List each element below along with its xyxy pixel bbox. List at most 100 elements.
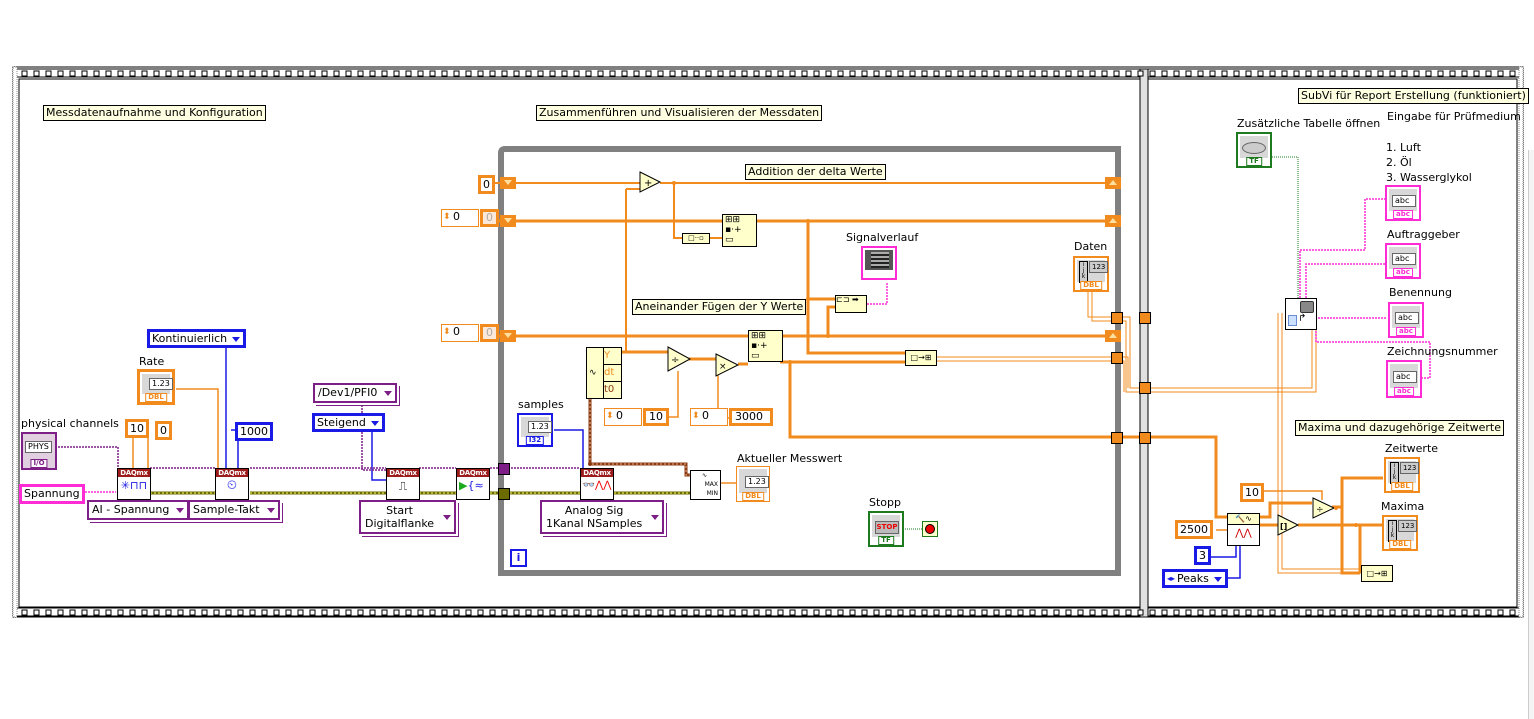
medium-label: Eingabe für Prüfmedium	[1387, 110, 1521, 123]
sprocket-hole	[825, 70, 832, 77]
sprocket-hole	[729, 609, 736, 616]
sprocket-hole	[993, 70, 1000, 77]
max-value-constant[interactable]: 0	[155, 421, 172, 440]
report-divisor-constant[interactable]: 10	[1240, 483, 1264, 502]
divide-function-report: ÷	[1312, 497, 1336, 519]
create-channel-selector[interactable]: AI - Spannung	[87, 500, 190, 520]
sprocket-hole	[57, 70, 64, 77]
daqmx-trigger[interactable]: DAQmx ⎍	[386, 468, 420, 500]
sprocket-hole	[1497, 70, 1504, 77]
daqmx-header: DAQmx	[387, 469, 419, 477]
peaks-selector[interactable]: ◂▸Peaks	[1162, 569, 1228, 588]
vertical-scrollbar[interactable]	[1528, 150, 1534, 719]
rate-control[interactable]: 1.23 DBL	[137, 369, 175, 405]
threshold-constant[interactable]: 2500	[1175, 520, 1213, 539]
trigger-source-constant[interactable]: /Dev1/PFI0	[313, 383, 398, 403]
samples-control[interactable]: 1.23 I32	[517, 413, 553, 447]
string-tag: abc	[1393, 210, 1413, 219]
shift-register-init-array-1[interactable]: 0 0	[441, 209, 499, 227]
trigger-edge-text: Steigend	[317, 416, 366, 429]
dropdown-arrow-icon	[651, 515, 660, 520]
sprocket-hole	[297, 70, 304, 77]
sprocket-hole	[189, 70, 196, 77]
sprocket-hole	[1413, 609, 1420, 616]
dropdown-arrow-icon	[232, 337, 241, 342]
daqmx-read[interactable]: DAQmx 👓⋀⋀	[580, 468, 614, 500]
sprocket-hole	[1341, 70, 1348, 77]
array-element-display: 0	[480, 324, 499, 342]
sprocket-hole	[597, 70, 604, 77]
sprocket-hole	[765, 609, 772, 616]
daqmx-start-task[interactable]: DAQmx ▶{≈	[456, 468, 490, 500]
sprocket-hole	[285, 609, 292, 616]
measurement-type-constant[interactable]: Spannung	[19, 484, 85, 504]
waveform-dt-terminal: dt	[604, 365, 621, 382]
divisor-constant-array[interactable]: 0 10	[604, 408, 669, 426]
shift-register-left-2	[500, 215, 516, 227]
stop-tag: TF	[878, 536, 894, 545]
sprocket-hole	[1305, 70, 1312, 77]
sprocket-hole	[693, 609, 700, 616]
sprocket-hole	[1329, 70, 1336, 77]
daqmx-create-channel[interactable]: DAQmx ✳⊓⊓	[117, 468, 151, 500]
sprocket-hole	[129, 70, 136, 77]
note-merge-visualize: Zusammenführen und Visualisieren der Mes…	[536, 105, 823, 121]
shift-register-init-sum[interactable]: 0	[478, 175, 495, 194]
sprocket-hole	[801, 609, 808, 616]
sprocket-hole	[669, 609, 676, 616]
dropdown-arrow-icon	[1213, 577, 1222, 582]
signal-graph-indicator	[861, 246, 897, 280]
sprocket-hole	[1353, 609, 1360, 616]
physical-channels-tag: I/O	[30, 459, 48, 468]
sprocket-hole	[549, 609, 556, 616]
multiplier-constant-array[interactable]: 0 3000	[690, 408, 773, 426]
sprocket-hole	[1053, 609, 1060, 616]
loop-condition-terminal[interactable]	[922, 521, 938, 537]
daqmx-timing[interactable]: DAQmx ⏲	[215, 468, 249, 500]
client-string-control[interactable]: abc abc	[1385, 243, 1421, 279]
multiplier-value: 3000	[729, 408, 773, 426]
sprocket-hole	[885, 609, 892, 616]
sprocket-hole	[789, 70, 796, 77]
medium-string-control[interactable]: abc abc	[1385, 185, 1421, 221]
sprocket-hole	[129, 609, 136, 616]
min-value-constant[interactable]: 10	[125, 419, 149, 438]
sprocket-hole	[921, 609, 928, 616]
note-addition-delta: Addition der delta Werte	[745, 164, 886, 180]
sample-mode-constant[interactable]: Kontinuierlich	[147, 329, 247, 348]
name-string-control[interactable]: abc abc	[1388, 302, 1424, 338]
sprocket-hole	[957, 70, 964, 77]
sprocket-hole	[705, 70, 712, 77]
waveform-t0-terminal: t0	[604, 384, 615, 395]
output-tunnel-1	[1111, 312, 1123, 324]
sprocket-hole	[645, 70, 652, 77]
physical-channels-control[interactable]: PHYS I/O	[21, 432, 57, 470]
sprocket-hole	[381, 70, 388, 77]
shift-register-init-array-2[interactable]: 0 0	[441, 324, 499, 342]
dropdown-arrow-icon	[384, 391, 393, 396]
sprocket-hole	[1077, 609, 1084, 616]
sprocket-hole	[1497, 609, 1504, 616]
sprocket-hole	[825, 609, 832, 616]
width-constant[interactable]: 3	[1194, 546, 1211, 565]
report-subvi[interactable]: ↱	[1285, 298, 1317, 330]
svg-text:÷: ÷	[1316, 505, 1324, 515]
samples-per-channel-constant[interactable]: 1000	[235, 422, 273, 441]
sprocket-hole	[741, 70, 748, 77]
sprocket-hole	[921, 70, 928, 77]
sprocket-hole	[357, 609, 364, 616]
timing-selector[interactable]: Sample-Takt	[188, 500, 280, 520]
sprocket-hole	[1149, 70, 1156, 77]
sprocket-hole	[537, 609, 544, 616]
maxima-label: Maxima	[1381, 500, 1425, 513]
stop-button-control[interactable]: STOP TF	[868, 511, 904, 547]
sprocket-hole	[117, 70, 124, 77]
divisor-value: 10	[643, 408, 669, 426]
drawing-number-string-control[interactable]: abc abc	[1386, 360, 1422, 398]
open-table-toggle[interactable]: TF	[1236, 132, 1272, 168]
sprocket-hole	[717, 609, 724, 616]
trigger-edge-constant[interactable]: Steigend	[312, 413, 385, 432]
sprocket-hole	[477, 609, 484, 616]
